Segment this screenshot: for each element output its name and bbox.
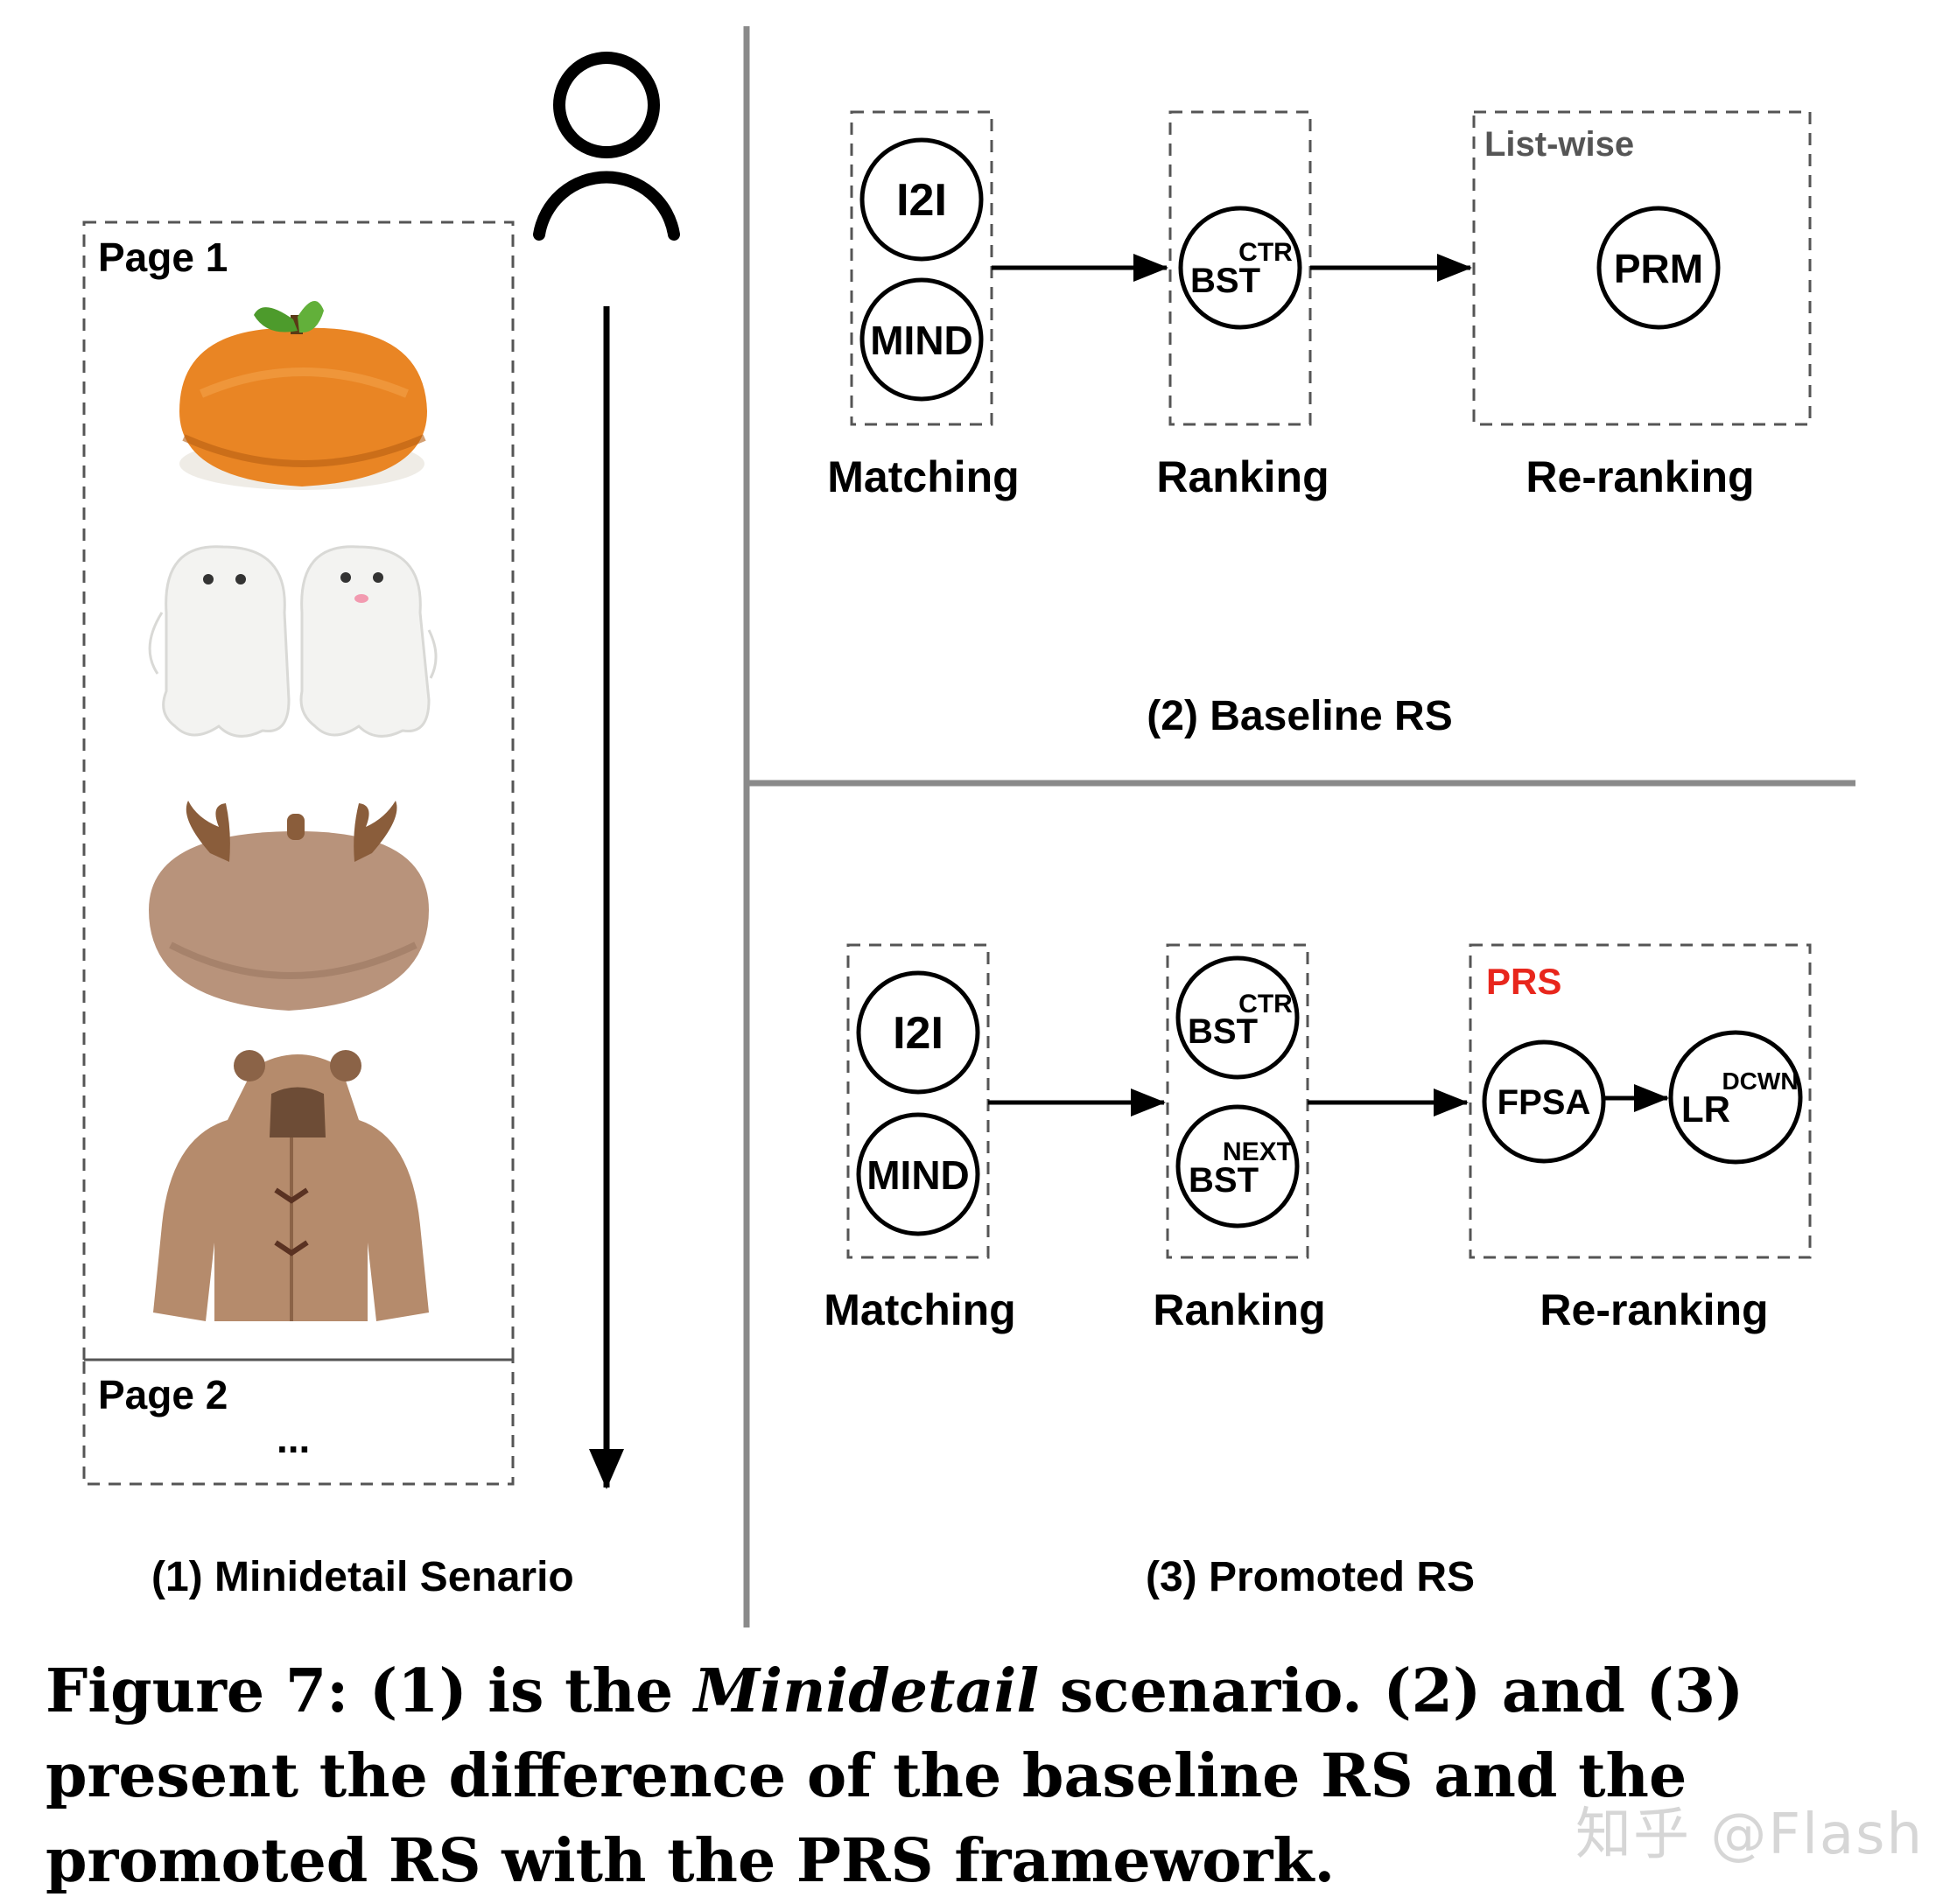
promoted-ranking-label: Ranking [1153,1285,1325,1334]
lr-label: LR [1681,1088,1730,1130]
figure-caption: Figure 7: (1) is the Minidetail scenario… [46,1649,1910,1904]
user-icon [533,52,680,241]
promoted-bst-ctr-main: BST [1188,1012,1258,1051]
prs-box [1469,943,1812,1259]
caption-lead: Figure 7: (1) is the [46,1656,694,1726]
baseline-ctr-label: CTR [1238,238,1293,267]
white-plush-toys-photo [148,545,438,738]
promoted-mind-node [856,1112,980,1236]
orange-beret-photo [179,301,427,490]
page2-box [82,1358,515,1486]
baseline-reranking-label: Re-ranking [1526,452,1754,501]
page1-label: Page 1 [98,234,228,280]
fpsa-node [1482,1040,1606,1164]
figure-diagram: Page 1 Page 2 ... (1) [82,26,1855,1628]
prs-title: PRS [1486,961,1561,1002]
promoted-i2i-node [856,970,980,1095]
watermark: 知乎 @Flash [1575,1802,1925,1867]
baseline-prm-node [1596,206,1721,330]
listwise-title: List-wise [1484,125,1634,164]
page2-label: Page 2 [98,1372,228,1418]
scenario-title: (1) Minidetail Senario [151,1554,574,1600]
promoted-title: (3) Promoted RS [1146,1554,1475,1600]
promoted-reranking-label: Re-ranking [1540,1285,1768,1334]
baseline-mind-node [859,277,984,402]
bear-hooded-coat-photo [153,1050,429,1321]
caption-rest: scenario. (2) and (3) present the differ… [46,1656,1744,1896]
baseline-ranking-label: Ranking [1156,452,1329,501]
page2-ellipsis: ... [277,1416,310,1461]
baseline-i2i-label: I2I [896,175,947,226]
promoted-i2i-label: I2I [893,1008,943,1059]
baseline-bst-ctr-node [1178,206,1302,330]
baseline-bst-label: BST [1190,262,1260,300]
dcwn-label: DCWN [1722,1068,1798,1095]
fpsa-label: FPSA [1498,1083,1591,1122]
baseline-prm-label: PRM [1614,246,1703,291]
promoted-bst-next-main: BST [1189,1161,1259,1200]
promoted-bst-ctr-node [1175,956,1300,1080]
promoted-bst-next-sup: NEXT [1223,1138,1293,1166]
baseline-mind-label: MIND [870,318,973,363]
lr-dcwn-node [1668,1030,1803,1165]
caption-emphasis: Minidetail [693,1656,1040,1726]
antler-beret-photo [149,801,429,1011]
baseline-i2i-node [859,137,984,262]
baseline-title: (2) Baseline RS [1147,693,1452,739]
promoted-mind-label: MIND [866,1152,970,1198]
baseline-matching-label: Matching [827,452,1019,501]
promoted-matching-label: Matching [824,1285,1015,1334]
promoted-bst-ctr-sup: CTR [1238,990,1293,1018]
promoted-bst-next-node [1175,1104,1300,1228]
baseline-reranking-box [1472,110,1812,426]
page1-box [82,220,515,1362]
